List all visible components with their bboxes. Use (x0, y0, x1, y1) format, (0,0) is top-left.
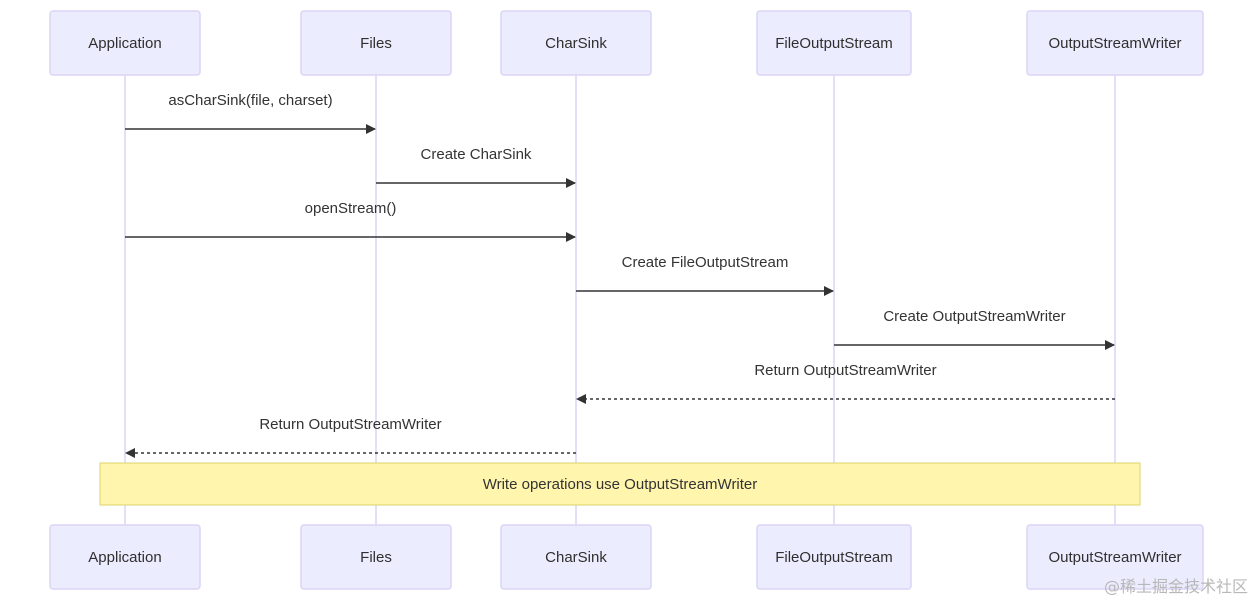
actor-box (300, 10, 452, 76)
actor-charsink-top: CharSink (500, 10, 652, 76)
message-label: Create FileOutputStream (622, 254, 789, 271)
actor-box (300, 524, 452, 590)
actor-label: CharSink (545, 549, 607, 566)
message-label: openStream() (305, 200, 397, 217)
message-label: Create OutputStreamWriter (883, 308, 1065, 325)
actor-box (756, 524, 912, 590)
message-label: Return OutputStreamWriter (754, 362, 936, 379)
message-label: asCharSink(file, charset) (168, 92, 332, 109)
actor-label: Files (360, 35, 392, 52)
message-label: Create CharSink (421, 146, 532, 163)
message-7: Return OutputStreamWriter (125, 416, 576, 458)
actor-application-top: Application (49, 10, 201, 76)
actor-outputstreamwriter-top: OutputStreamWriter (1026, 10, 1204, 76)
note-text: Write operations use OutputStreamWriter (483, 476, 758, 493)
actor-box (500, 10, 652, 76)
actor-fileoutputstream-bottom: FileOutputStream (756, 524, 912, 590)
actor-box (49, 524, 201, 590)
actor-box (49, 10, 201, 76)
actor-box (500, 524, 652, 590)
actor-label: FileOutputStream (775, 35, 893, 52)
watermark-text: @稀土掘金技术社区 (1103, 577, 1248, 596)
actor-outputstreamwriter-bottom: OutputStreamWriter (1026, 524, 1204, 590)
actor-box (756, 10, 912, 76)
actor-application-bottom: Application (49, 524, 201, 590)
actor-box (1026, 10, 1204, 76)
actor-label: OutputStreamWriter (1048, 549, 1181, 566)
actor-charsink-bottom: CharSink (500, 524, 652, 590)
note: Write operations use OutputStreamWriter (99, 462, 1141, 506)
actor-files-top: Files (300, 10, 452, 76)
actor-label: Application (88, 549, 161, 566)
actor-label: Application (88, 35, 161, 52)
actor-label: FileOutputStream (775, 549, 893, 566)
actor-label: Files (360, 549, 392, 566)
note-box (99, 462, 1141, 506)
actor-label: CharSink (545, 35, 607, 52)
message-5: Create OutputStreamWriter (834, 308, 1115, 350)
message-4: Create FileOutputStream (576, 254, 834, 296)
message-label: Return OutputStreamWriter (259, 416, 441, 433)
actor-label: OutputStreamWriter (1048, 35, 1181, 52)
actor-files-bottom: Files (300, 524, 452, 590)
actor-fileoutputstream-top: FileOutputStream (756, 10, 912, 76)
message-3: openStream() (125, 200, 576, 242)
message-2: Create CharSink (376, 146, 576, 188)
actor-box (1026, 524, 1204, 590)
message-6: Return OutputStreamWriter (576, 362, 1115, 404)
message-1: asCharSink(file, charset) (125, 92, 376, 134)
